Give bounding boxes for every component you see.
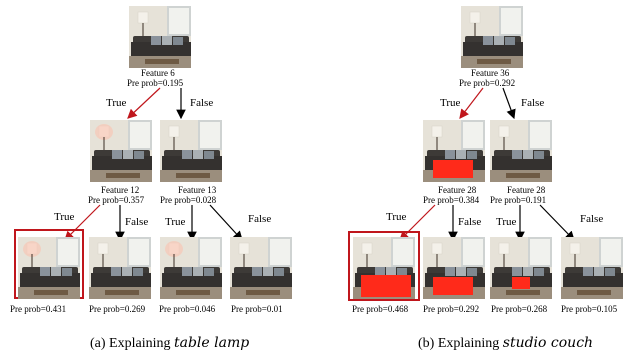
panel-b-leaf-4-image <box>561 237 623 299</box>
panel-a-right-true-label: True <box>165 216 186 228</box>
panel-a-left-prob: Pre prob=0.357 <box>88 195 145 205</box>
panel-b-leaf-2-prob: Pre prob=0.292 <box>423 304 480 314</box>
edge-b-right-false <box>539 204 575 241</box>
panel-b-root-prob: Pre prob=0.292 <box>459 78 516 88</box>
panel-a-leaf-1-image <box>18 237 80 299</box>
panel-a-leaf-1-prob: Pre prob=0.431 <box>10 304 67 314</box>
edge-a-right-false <box>209 204 243 241</box>
panel-b-right-true-label: True <box>496 216 517 228</box>
panel-a-root-prob: Pre prob=0.195 <box>127 78 184 88</box>
edge-b-left-true <box>399 204 436 241</box>
edge-b-root-true <box>459 87 484 119</box>
panel-b-right-prob: Pre prob=0.191 <box>490 195 547 205</box>
edge-a-root-true <box>127 87 161 119</box>
panel-a-leaf-2-image <box>89 237 151 299</box>
panel-b-root-image <box>461 6 523 68</box>
panel-a-left-true-label: True <box>54 211 75 223</box>
panel-b-left-prob: Pre prob=0.384 <box>423 195 480 205</box>
panel-b-caption-prefix: (b) Explaining <box>418 336 500 351</box>
panel-a-right-image <box>160 120 222 182</box>
panel-a-root-false-label: False <box>190 97 214 109</box>
edge-b-root-false <box>502 87 516 120</box>
panel-b-leaf-3-prob: Pre prob=0.268 <box>491 304 548 314</box>
panel-a-root-true-label: True <box>106 97 127 109</box>
panel-b-left-false-label: False <box>458 216 482 228</box>
panel-b-root-false-label: False <box>521 97 545 109</box>
panel-a-left-feature: Feature 12 <box>101 185 140 195</box>
panel-a-leaf-4-image <box>230 237 292 299</box>
panel-a-caption: (a) Explaining table lamp <box>90 335 249 352</box>
panel-b-leaf-3-image <box>490 237 552 299</box>
panel-b-caption: (b) Explaining studio couch <box>418 335 593 352</box>
panel-b-leaf-4-prob: Pre prob=0.105 <box>561 304 618 314</box>
panel-b-right-image <box>490 120 552 182</box>
panel-a-leaf-2-prob: Pre prob=0.269 <box>89 304 146 314</box>
panel-b-leaf-2-image <box>423 237 485 299</box>
panel-a-leaf-4-prob: Pre prob=0.01 <box>231 304 283 314</box>
panel-a-leaf-3-image <box>160 237 222 299</box>
panel-b-right-feature: Feature 28 <box>507 185 546 195</box>
edge-a-left-true <box>64 204 101 241</box>
panel-a-caption-prefix: (a) Explaining <box>90 336 171 351</box>
panel-a-left-false-label: False <box>125 216 149 228</box>
panel-b-left-feature: Feature 28 <box>438 185 477 195</box>
panel-b-root-feature: Feature 36 <box>471 68 510 78</box>
panel-a-right-feature: Feature 13 <box>178 185 217 195</box>
panel-a-right-prob: Pre prob=0.028 <box>160 195 217 205</box>
panel-b-root-true-label: True <box>440 97 461 109</box>
panel-b-left-true-label: True <box>386 211 407 223</box>
panel-a-root-image <box>129 6 191 68</box>
panel-a-leaf-3-prob: Pre prob=0.046 <box>159 304 216 314</box>
panel-b-best-leaf-highlight <box>348 231 420 301</box>
panel-b-left-image <box>423 120 485 182</box>
panel-b-leaf-1-image <box>353 237 415 299</box>
panel-a-left-image <box>90 120 152 182</box>
panel-b-caption-term: studio couch <box>502 335 594 351</box>
panel-b-leaf-1-prob: Pre prob=0.468 <box>352 304 409 314</box>
panel-b-right-false-label: False <box>580 213 604 225</box>
panel-a-right-false-label: False <box>248 213 272 225</box>
panel-a-root-feature: Feature 6 <box>141 68 175 78</box>
panel-a-caption-term: table lamp <box>173 335 250 351</box>
